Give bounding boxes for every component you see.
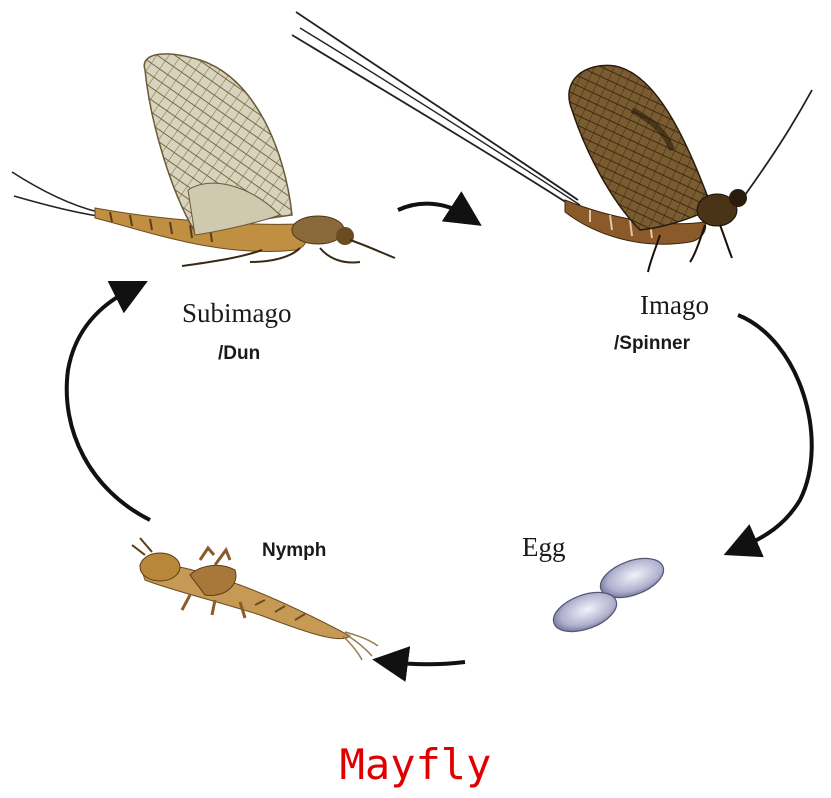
arrow-egg-to-nymph bbox=[392, 662, 465, 664]
subimago-illustration bbox=[12, 54, 395, 266]
egg-label: Egg bbox=[522, 532, 566, 563]
imago-illustration bbox=[292, 12, 812, 272]
egg-illustration bbox=[548, 551, 669, 640]
spinner-label: /Spinner bbox=[614, 333, 690, 355]
arrow-subimago-to-imago bbox=[398, 204, 465, 215]
arrow-nymph-to-subimago bbox=[67, 290, 150, 520]
subimago-label: Subimago bbox=[182, 298, 292, 329]
nymph-label: Nymph bbox=[262, 540, 326, 562]
dun-label: /Dun bbox=[218, 343, 260, 365]
imago-label: Imago bbox=[640, 290, 709, 321]
arrow-imago-to-egg bbox=[738, 315, 812, 547]
cycle-arrows bbox=[67, 204, 812, 665]
nymph-illustration bbox=[132, 538, 378, 660]
diagram-title: Mayfly bbox=[0, 740, 831, 789]
